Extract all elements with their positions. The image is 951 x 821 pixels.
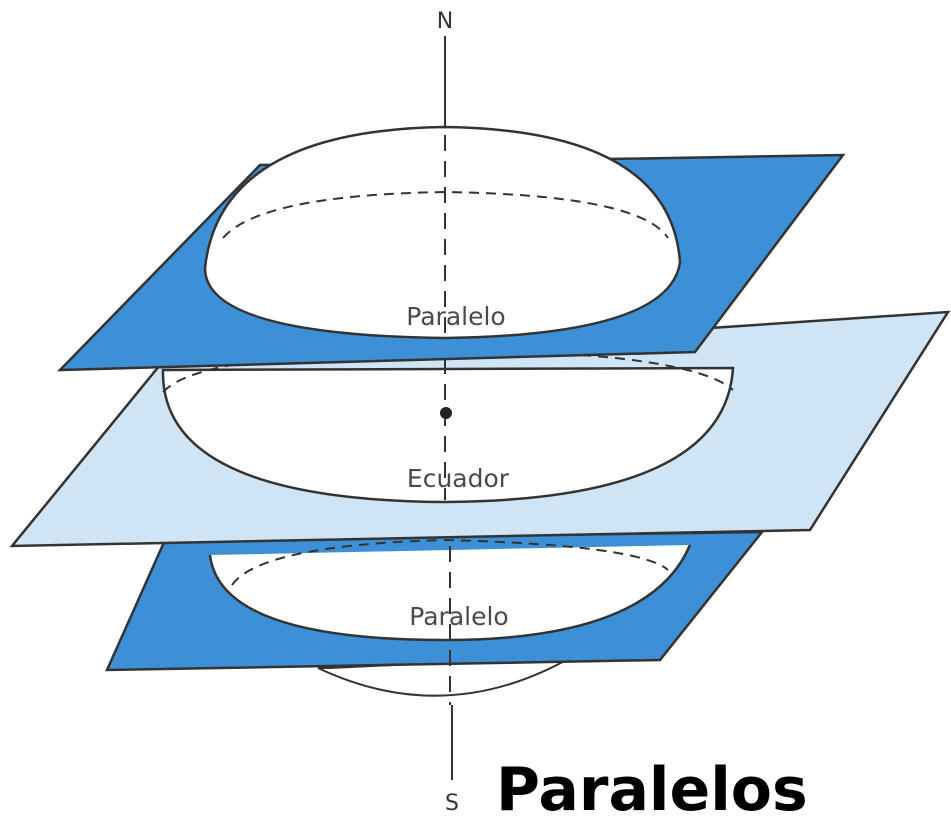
diagram-title: Paralelos bbox=[496, 755, 808, 821]
equator-circle-front bbox=[161, 366, 735, 504]
lower-parallel-label: Paralelo bbox=[409, 602, 508, 631]
north-pole-label: N bbox=[437, 9, 453, 34]
south-pole-label: S bbox=[445, 791, 459, 816]
lower-parallel-circle-back bbox=[231, 538, 669, 586]
lower-parallel-circle-front bbox=[208, 544, 692, 642]
upper-parallel-label: Paralelo bbox=[406, 302, 505, 331]
equator-label: Ecuador bbox=[407, 464, 510, 493]
equator-circle-back bbox=[162, 348, 734, 393]
sphere-top-cap bbox=[203, 125, 682, 340]
earth-center-point bbox=[440, 407, 452, 419]
